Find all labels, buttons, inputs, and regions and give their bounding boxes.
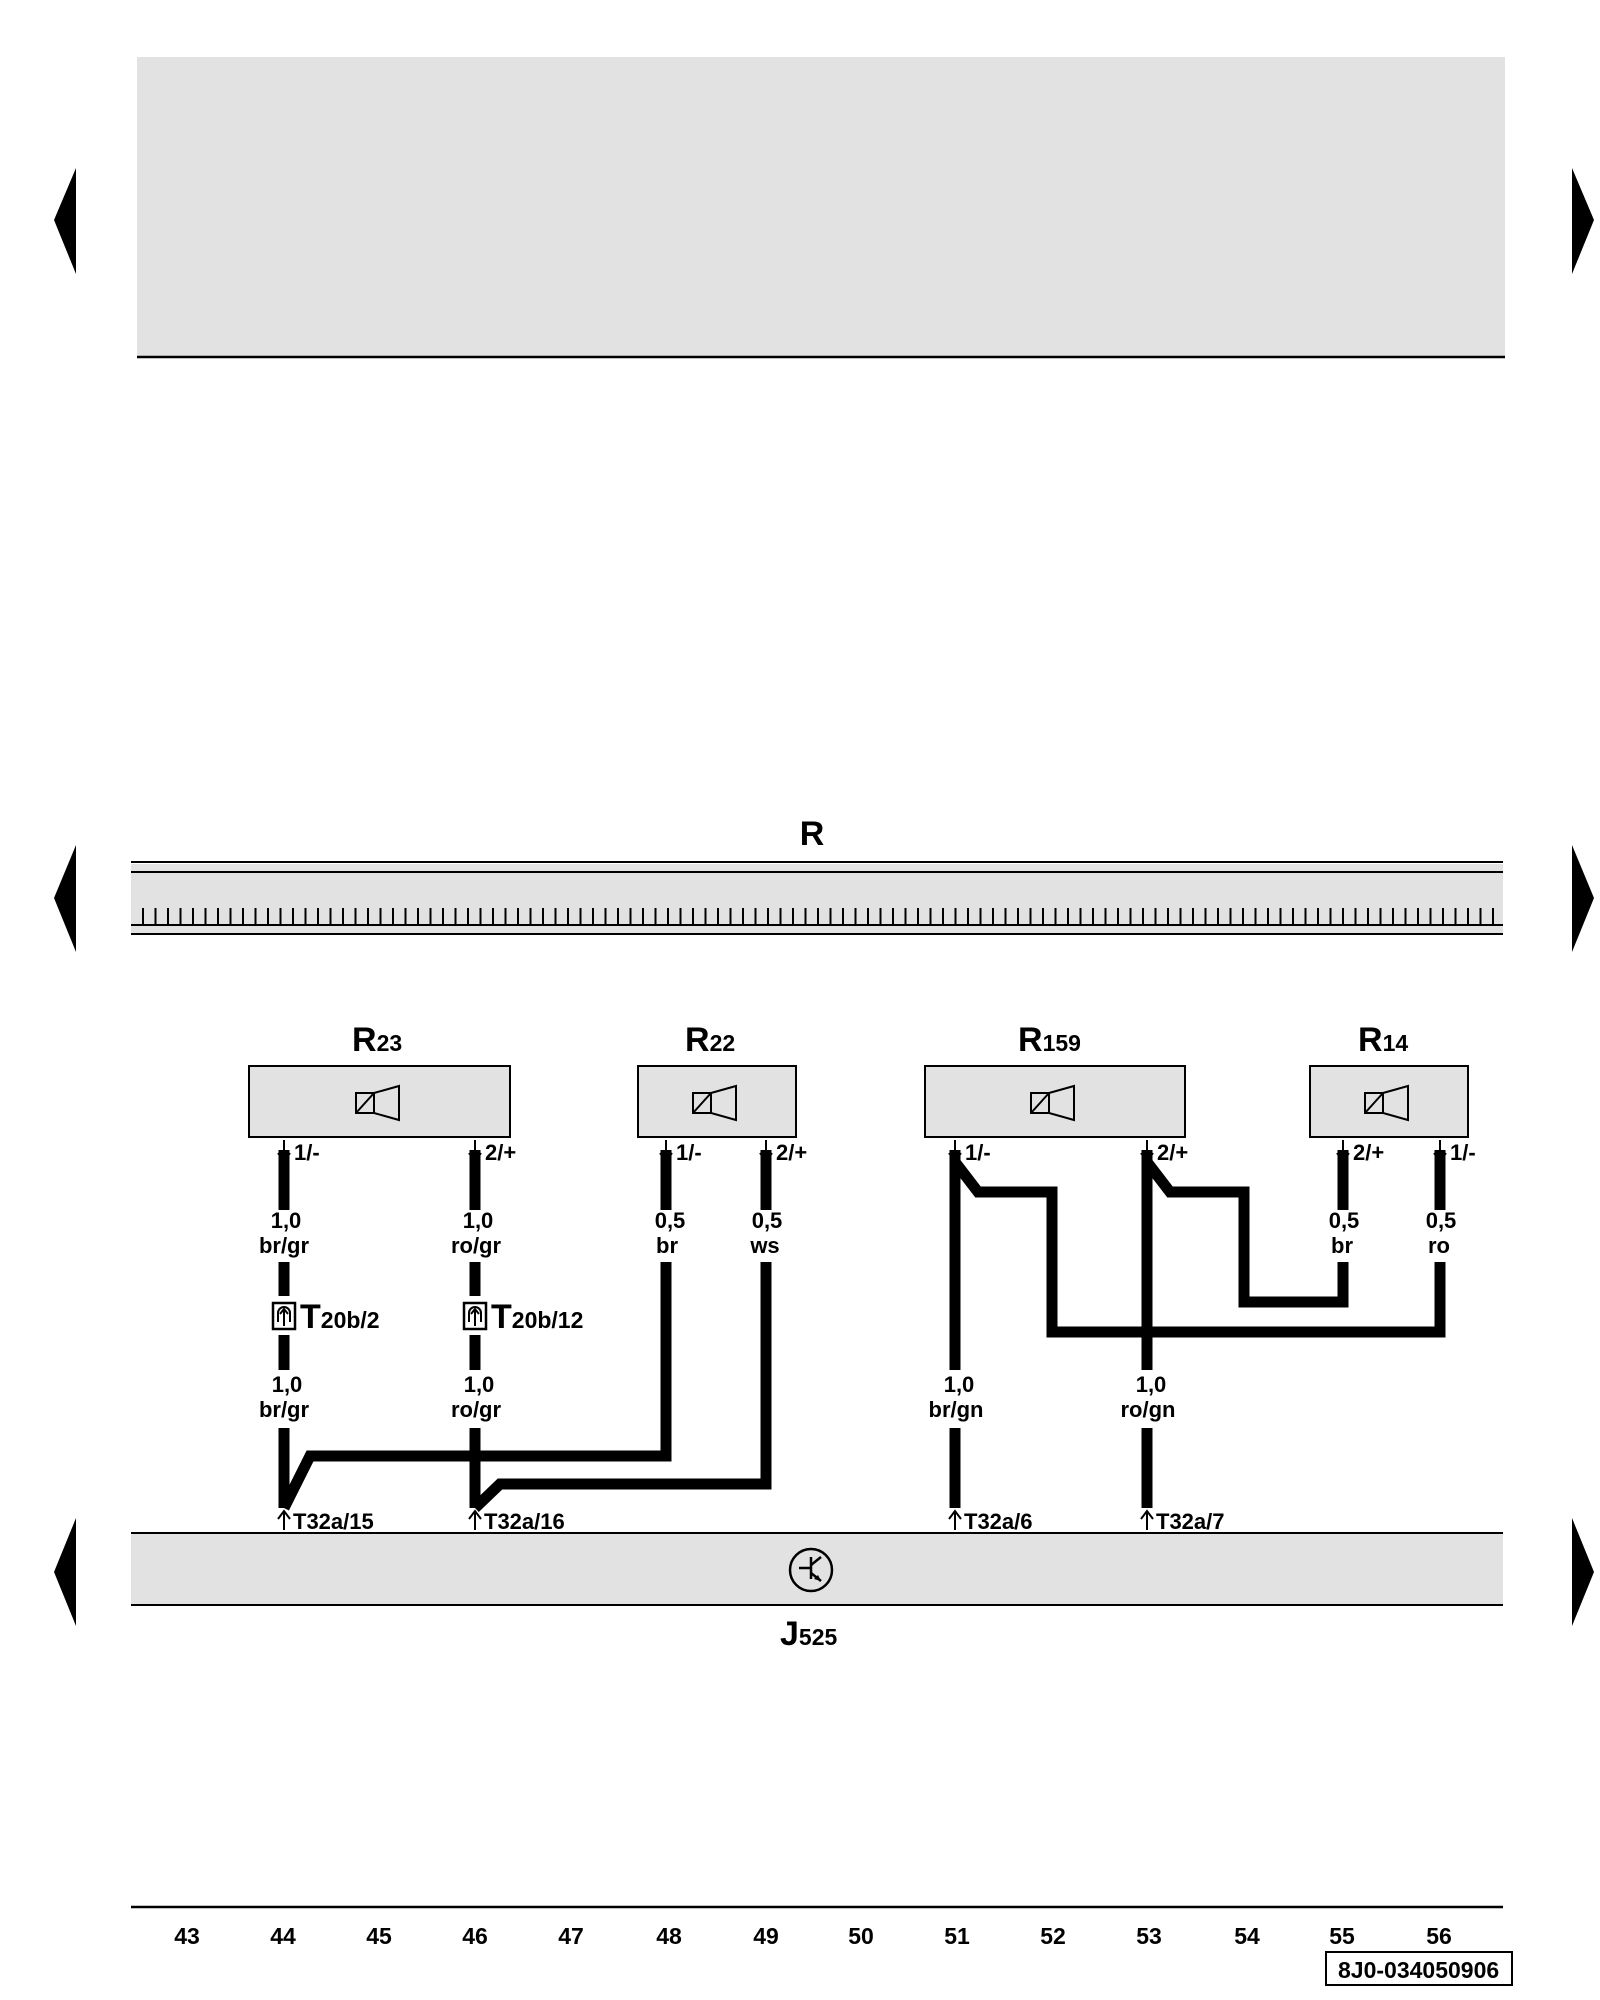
transistor-icon (788, 1547, 834, 1593)
speaker-r23-box (248, 1065, 511, 1138)
column-numbers: 43 44 45 46 47 48 49 50 51 52 53 54 55 56 (174, 1923, 1452, 1949)
pin-t32a-7: T32a/7 (1140, 1509, 1225, 1534)
pin-t32a-16: T32a/16 (468, 1509, 565, 1534)
svg-text:1/-: 1/- (676, 1140, 702, 1165)
top-pins: 1/- 2/+ 1/- 2/+ 1/- 2/+ 2/+ 1/- (277, 1140, 1476, 1165)
control-unit-label: J525 (780, 1615, 838, 1653)
wire-r159-pin2-branch (1142, 1158, 1349, 1308)
column-number: 45 (366, 1923, 392, 1949)
svg-text:1/-: 1/- (1450, 1140, 1476, 1165)
pin-r22-2: 2/+ (759, 1140, 807, 1165)
speaker-r22: R22 (637, 1021, 797, 1138)
column-number: 56 (1426, 1923, 1452, 1949)
svg-text:2/+: 2/+ (1353, 1140, 1384, 1165)
pin-r23-1: 1/- (277, 1140, 320, 1165)
speaker-r159-box (924, 1065, 1186, 1138)
speaker-r159-label: R159 (1018, 1021, 1081, 1059)
bus-tick-marks (142, 908, 1494, 924)
speaker-r23: R23 (248, 1021, 511, 1138)
speaker-r23-icon (355, 1084, 400, 1122)
control-unit-bar (131, 1533, 1503, 1605)
speaker-r159: R159 (924, 1021, 1186, 1138)
column-number: 54 (1234, 1923, 1260, 1949)
connector-t20b-12: T20b/12 (462, 1298, 583, 1336)
speaker-r22-icon (692, 1084, 737, 1122)
column-number: 44 (270, 1923, 296, 1949)
svg-text:T32a/7: T32a/7 (1156, 1509, 1225, 1534)
bus-label: R (800, 815, 825, 853)
svg-text:1/-: 1/- (294, 1140, 320, 1165)
pin-r23-2: 2/+ (468, 1140, 516, 1165)
wire-r159-pin1-branch (950, 1158, 1446, 1338)
prev-page-arrow-middle[interactable] (54, 845, 76, 952)
column-number: 43 (174, 1923, 200, 1949)
prev-page-arrow-bottom[interactable] (54, 1518, 76, 1626)
pin-t32a-15: T32a/15 (277, 1509, 374, 1534)
svg-text:T32a/15: T32a/15 (293, 1509, 374, 1534)
speaker-r14-icon (1364, 1084, 1409, 1122)
column-number: 48 (656, 1923, 682, 1949)
wires (278, 1150, 1446, 1512)
svg-text:1/-: 1/- (965, 1140, 991, 1165)
wire-r22-pin2-run (471, 1262, 772, 1512)
speaker-r14: R14 (1309, 1021, 1469, 1138)
column-number: 46 (462, 1923, 488, 1949)
speaker-r159-icon (1030, 1084, 1075, 1122)
column-number: 47 (558, 1923, 584, 1949)
column-number: 55 (1329, 1923, 1355, 1949)
speaker-r23-label: R23 (352, 1021, 402, 1059)
pin-r14-2: 2/+ (1336, 1140, 1384, 1165)
connector-t20b-2: T20b/2 (271, 1298, 380, 1336)
next-page-arrow-top[interactable] (1572, 168, 1594, 274)
pin-r14-1: 1/- (1433, 1140, 1476, 1165)
svg-text:2/+: 2/+ (776, 1140, 807, 1165)
column-number: 50 (848, 1923, 874, 1949)
pin-r22-1: 1/- (659, 1140, 702, 1165)
connector-t20b-12-label: T20b/12 (491, 1298, 583, 1336)
pin-r159-1: 1/- (948, 1140, 991, 1165)
wire-r22-pin1-run (279, 1262, 672, 1511)
speaker-r14-box (1309, 1065, 1469, 1138)
svg-text:2/+: 2/+ (485, 1140, 516, 1165)
bottom-pins: T32a/15 T32a/16 T32a/6 T32a/7 (277, 1509, 1225, 1534)
header-band (137, 57, 1505, 356)
speaker-r22-label: R22 (685, 1021, 735, 1059)
svg-text:2/+: 2/+ (1157, 1140, 1188, 1165)
doc-id: 8J0-034050906 (1338, 1957, 1499, 1983)
next-page-arrow-middle[interactable] (1572, 845, 1594, 952)
next-page-arrow-bottom[interactable] (1572, 1518, 1594, 1626)
pin-r159-2: 2/+ (1140, 1140, 1188, 1165)
column-number: 51 (944, 1923, 970, 1949)
svg-text:T32a/6: T32a/6 (964, 1509, 1033, 1534)
column-number: 52 (1040, 1923, 1066, 1949)
column-number: 49 (753, 1923, 779, 1949)
bus-bar-lines (131, 861, 1503, 935)
pin-t32a-6: T32a/6 (948, 1509, 1033, 1534)
doc-id-box (1325, 1951, 1513, 1986)
prev-page-arrow-top[interactable] (54, 168, 76, 274)
speaker-r22-box (637, 1065, 797, 1138)
svg-text:T32a/16: T32a/16 (484, 1509, 565, 1534)
connector-t20b-2-label: T20b/2 (300, 1298, 380, 1336)
column-number: 53 (1136, 1923, 1162, 1949)
speaker-r14-label: R14 (1358, 1021, 1408, 1059)
